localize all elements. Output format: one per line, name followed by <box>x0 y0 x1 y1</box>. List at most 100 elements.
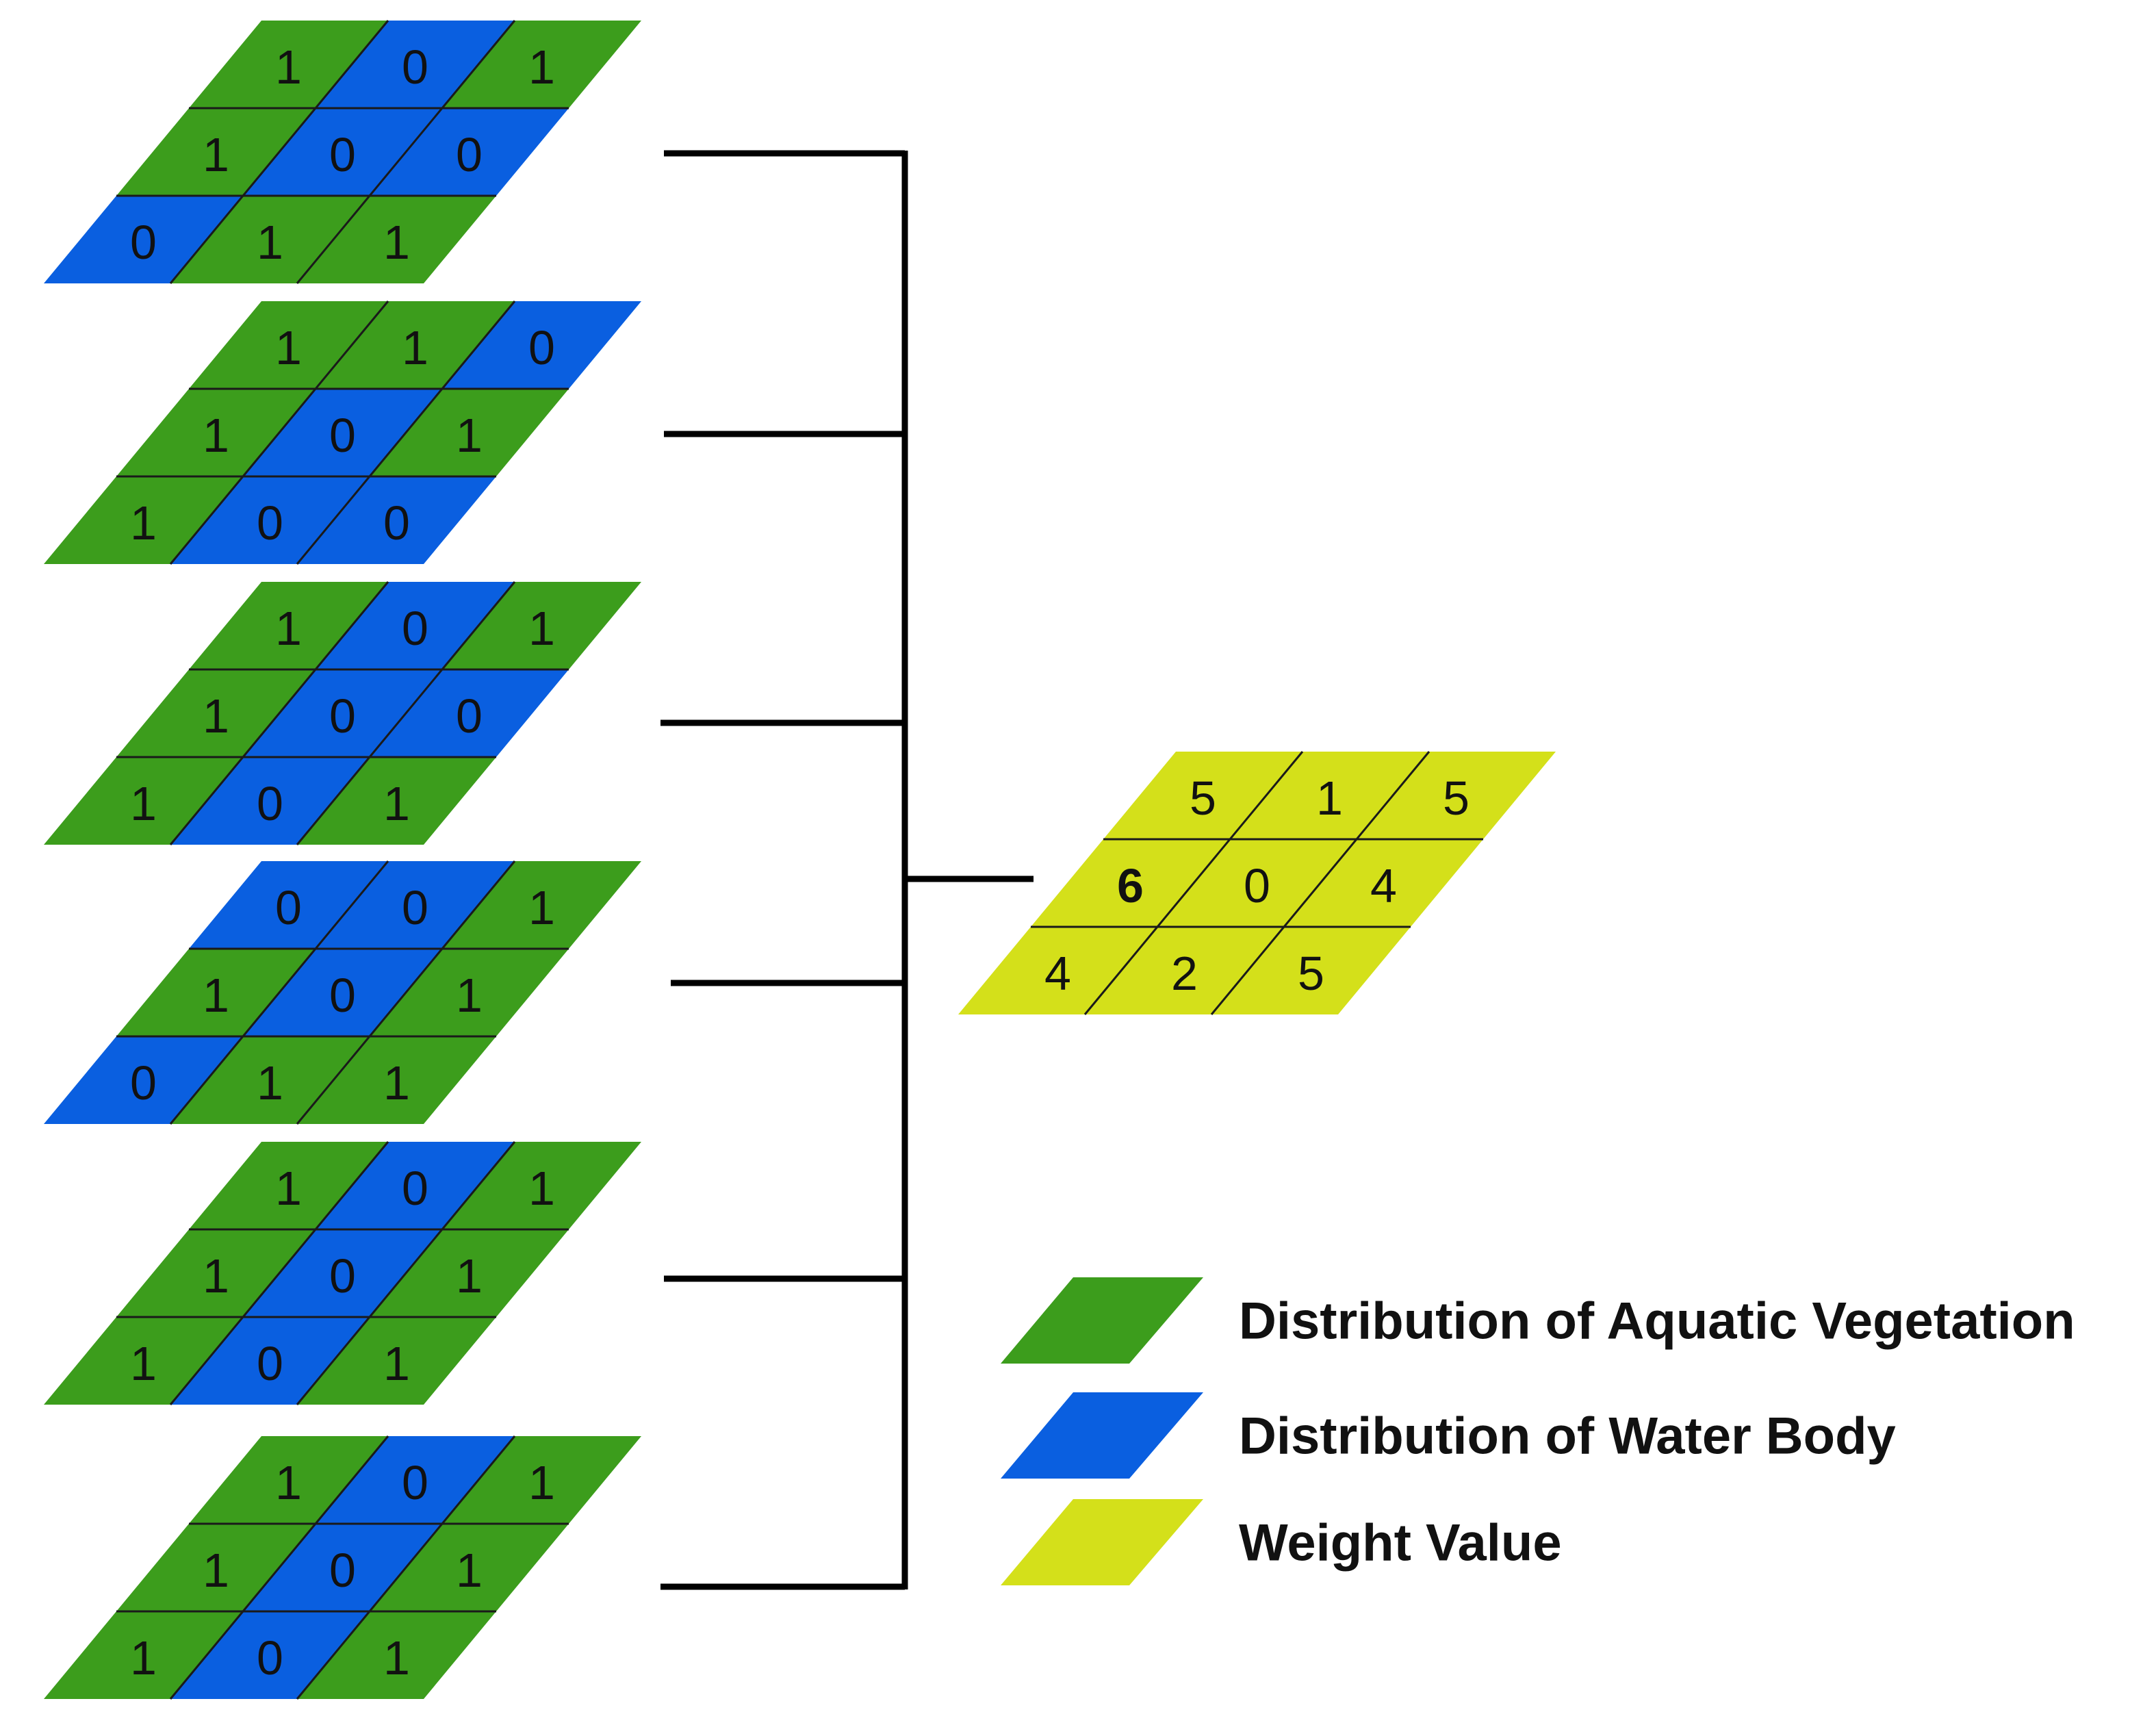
grid-cell <box>958 927 1157 1014</box>
column-divider <box>169 301 389 565</box>
cell-value: 0 <box>402 881 428 934</box>
cell-value: 1 <box>383 1337 410 1390</box>
cell-value: 6 <box>1117 859 1144 912</box>
cell-value: 5 <box>1298 947 1324 1000</box>
legend-swatch <box>1001 1499 1203 1585</box>
grid-cell <box>170 1036 370 1124</box>
cell-value: 0 <box>1244 859 1270 912</box>
cell-value: 0 <box>329 1249 356 1303</box>
cell-value: 0 <box>130 1056 157 1110</box>
cell-value: 1 <box>203 128 229 181</box>
cell-value: 0 <box>329 689 356 743</box>
cell-value: 1 <box>130 1337 157 1390</box>
cell-value: 1 <box>275 40 302 94</box>
grid-cell <box>44 1036 243 1124</box>
cell-value: 1 <box>456 1544 483 1597</box>
grid-cell <box>243 1524 442 1611</box>
cell-value: 1 <box>528 1162 555 1215</box>
cell-value: 0 <box>402 40 428 94</box>
grid-cell <box>297 476 496 564</box>
grid-cell <box>170 476 370 564</box>
grid-cell <box>370 669 569 757</box>
grid-cell <box>189 582 388 669</box>
cell-value: 0 <box>329 969 356 1022</box>
grid-cell <box>1031 839 1230 927</box>
cell-value: 0 <box>257 1631 283 1685</box>
cell-value: 1 <box>383 1056 410 1110</box>
grid-cell <box>243 949 442 1036</box>
grid-cell <box>316 582 515 669</box>
cell-value: 0 <box>130 216 157 269</box>
cell-value: 1 <box>257 216 283 269</box>
grid-cell <box>170 1317 370 1405</box>
grid-cell <box>442 861 641 949</box>
grid-cell <box>442 582 641 669</box>
legend-swatch <box>1001 1277 1203 1364</box>
cell-value: 1 <box>275 1162 302 1215</box>
column-divider <box>1210 751 1430 1015</box>
grid-cell <box>1103 752 1302 839</box>
grid-cell <box>297 1317 496 1405</box>
legend-label: Distribution of Aquatic Vegetation <box>1239 1292 2075 1351</box>
legend-label: Distribution of Water Body <box>1239 1407 1896 1466</box>
cell-value: 0 <box>402 602 428 655</box>
cell-value: 1 <box>275 321 302 374</box>
cell-value: 1 <box>528 602 555 655</box>
grid-cell <box>316 861 515 949</box>
cell-value: 1 <box>275 602 302 655</box>
grid-cell <box>170 1611 370 1699</box>
cell-value: 1 <box>456 969 483 1022</box>
cell-value: 1 <box>130 1631 157 1685</box>
cell-value: 1 <box>1316 771 1343 825</box>
cell-value: 1 <box>257 1056 283 1110</box>
grid-cell <box>442 1142 641 1229</box>
cell-value: 1 <box>203 689 229 743</box>
cell-value: 1 <box>203 409 229 462</box>
column-divider <box>296 1141 516 1405</box>
grid-cell <box>44 757 243 845</box>
cell-value: 1 <box>383 777 410 830</box>
grid-cell <box>297 196 496 283</box>
grid-cell <box>243 1229 442 1317</box>
column-divider <box>296 1435 516 1700</box>
grid-cell <box>243 108 442 196</box>
grid-cell <box>1284 839 1483 927</box>
column-divider <box>296 20 516 284</box>
cell-value: 1 <box>528 40 555 94</box>
grid-cell <box>243 669 442 757</box>
cell-value: 0 <box>456 128 483 181</box>
grid-cell <box>44 1317 243 1405</box>
column-divider <box>1083 751 1304 1015</box>
grid-cell <box>116 669 316 757</box>
cell-value: 5 <box>1190 771 1216 825</box>
grid-cell <box>316 1436 515 1524</box>
grid-cell <box>44 196 243 283</box>
cell-value: 1 <box>130 777 157 830</box>
cell-value: 0 <box>528 321 555 374</box>
grid-cell <box>297 757 496 845</box>
cell-value: 1 <box>203 1249 229 1303</box>
merge-bracket <box>660 150 1034 1590</box>
grid-cell <box>370 1229 569 1317</box>
grid-cell <box>370 389 569 476</box>
cell-value: 0 <box>257 496 283 550</box>
grid-cell <box>442 21 641 108</box>
cell-value: 1 <box>456 1249 483 1303</box>
cell-value: 0 <box>275 881 302 934</box>
cell-value: 0 <box>402 1162 428 1215</box>
grid-cell <box>370 1524 569 1611</box>
grid-cell <box>189 301 388 389</box>
cell-value: 0 <box>383 496 410 550</box>
cell-value: 0 <box>329 128 356 181</box>
cell-value: 0 <box>329 1544 356 1597</box>
grid-cell <box>370 108 569 196</box>
grid-cell <box>1211 927 1411 1014</box>
